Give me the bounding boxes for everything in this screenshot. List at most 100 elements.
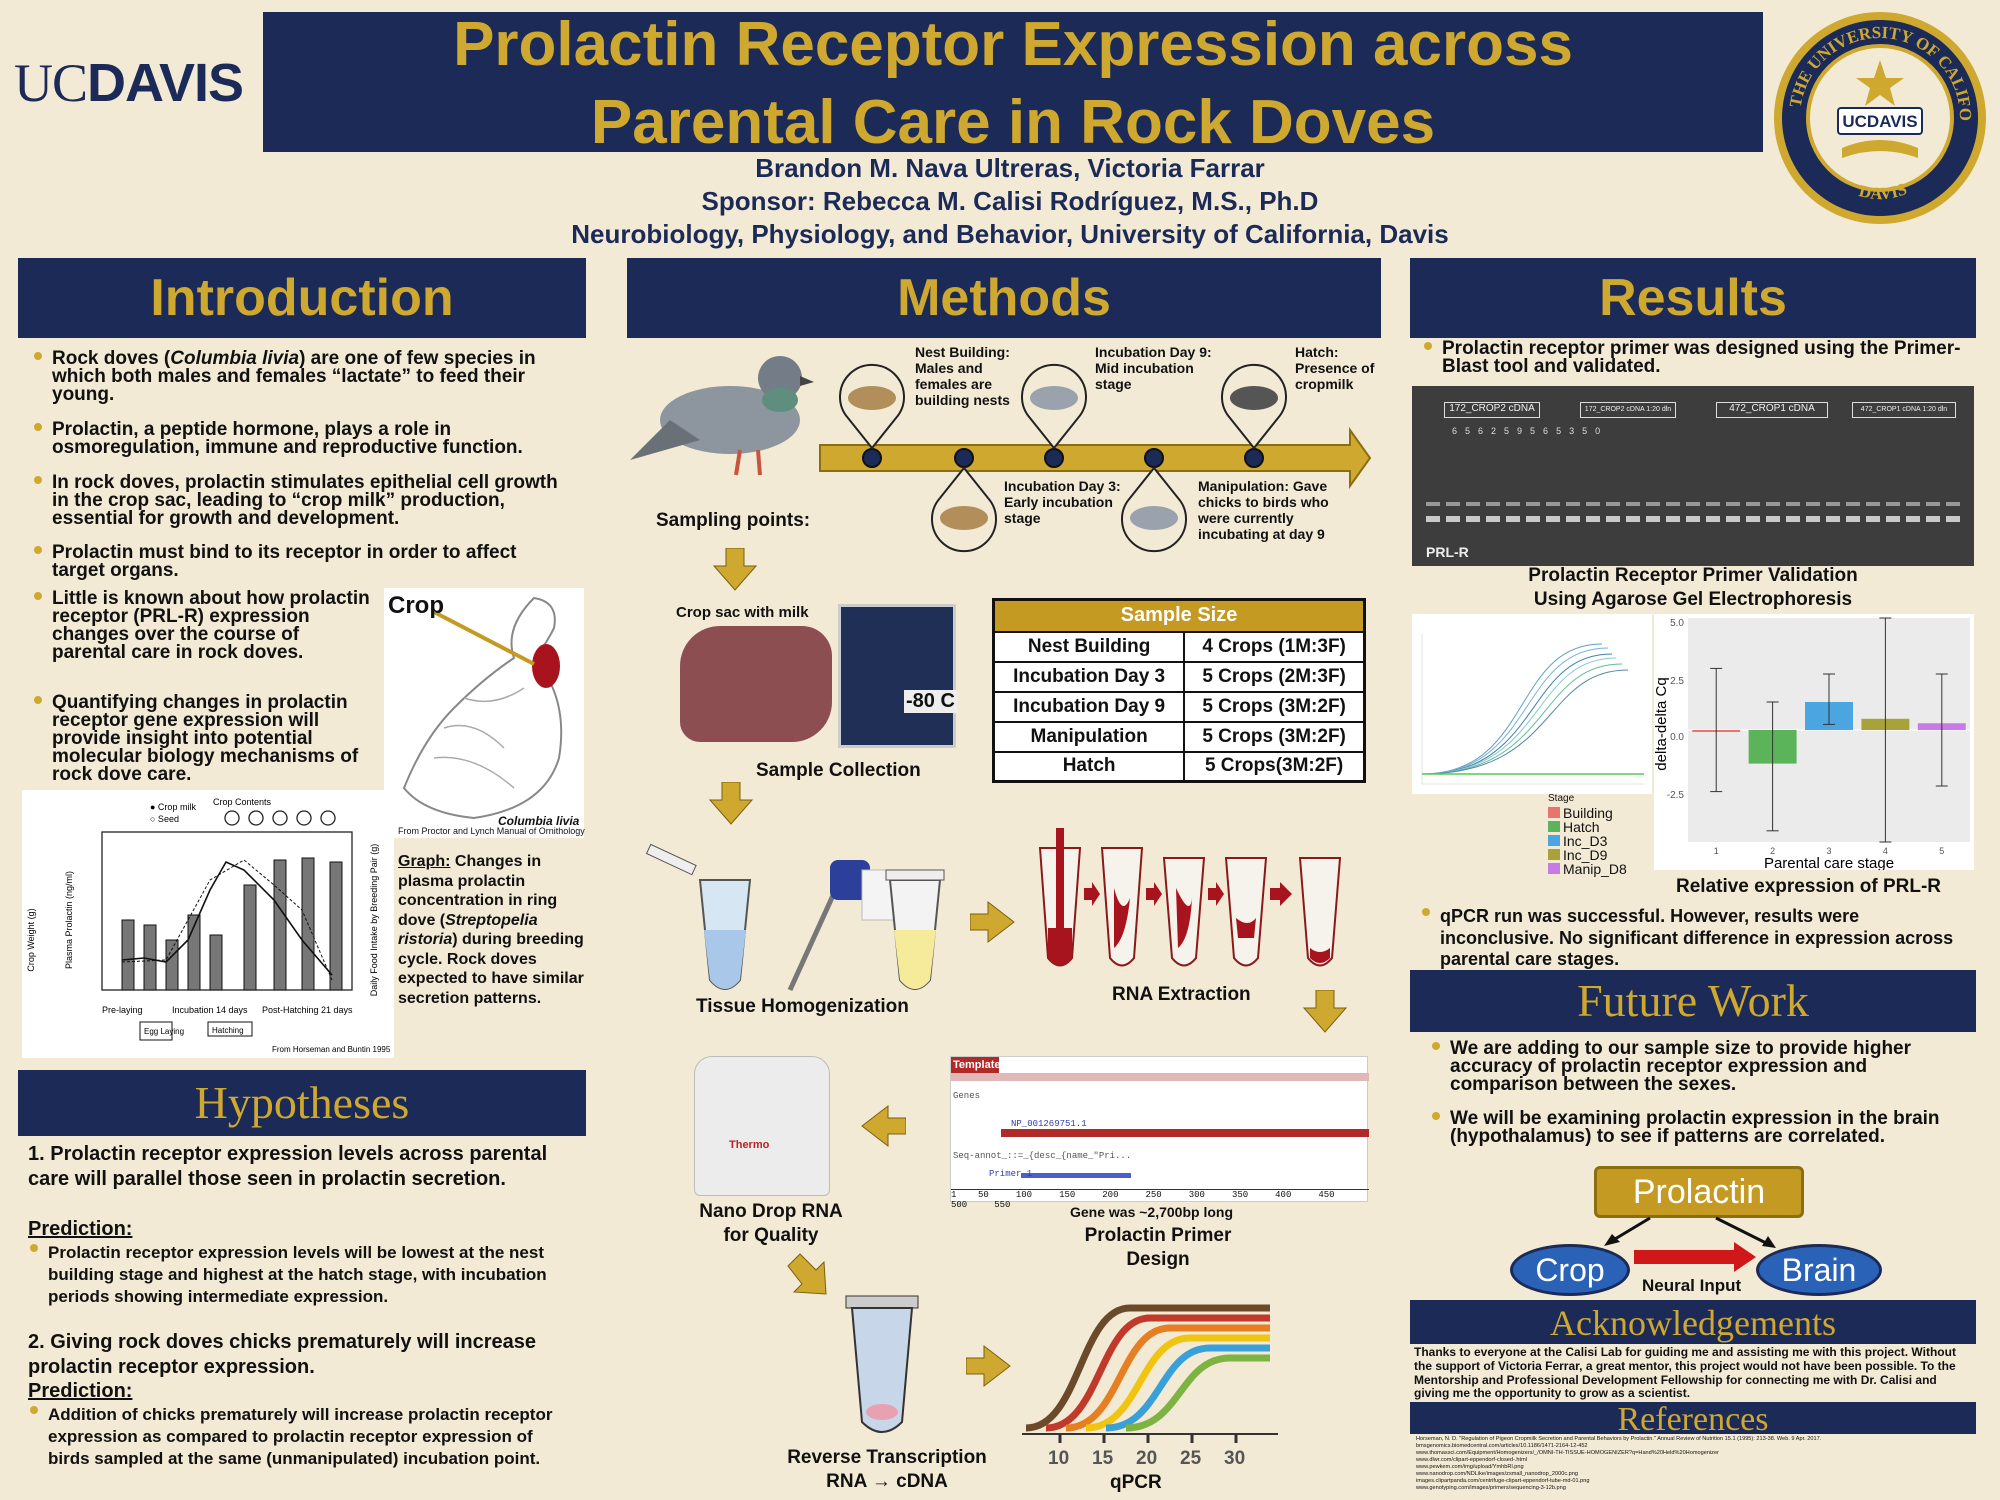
intro-b1-post: ) are one of few species in which both m… (52, 348, 536, 405)
table-cell: 5 Crops (3M:2F) (1183, 720, 1366, 753)
table-cell: Hatch (992, 750, 1186, 783)
references-heading: References (1410, 1402, 1976, 1438)
table-cell: 5 Crops (2M:3F) (1183, 660, 1366, 693)
graph-x3: Post-Hatching 21 days (262, 1005, 353, 1015)
hypothesis-2: 2. Giving rock doves chicks prematurely … (28, 1331, 537, 1378)
title-line-2: Parental Care in Rock Doves (590, 88, 1436, 157)
rt-tube-icon (845, 1295, 919, 1433)
tl-hatch: Hatch: Presence of cropmilk (1295, 344, 1375, 392)
incubating-pigeon-icon (1030, 386, 1078, 410)
tl-incubation-3: Incubation Day 3: Early incubation stage (1004, 478, 1121, 526)
table-cell: Nest Building (992, 630, 1186, 663)
graph-cap-label: Graph: (398, 853, 451, 870)
university-seal-icon: THE UNIVERSITY OF CALIFORNIA DAVIS UCDAV… (1770, 8, 1986, 224)
chart-y-tick: -2.5 (1667, 790, 1685, 801)
gel-lane: 53 (1556, 426, 1583, 436)
primer-template-tag: Template (951, 1057, 1001, 1073)
sponsor: Sponsor: Rebecca M. Calisi Rodríguez, M.… (701, 186, 1319, 216)
neural-input-label: Neural Input (1642, 1276, 1742, 1295)
crop-sac-photo (680, 626, 832, 742)
arrow-right-icon (970, 900, 1015, 944)
ruler-tick: 300 (1188, 1190, 1205, 1200)
gel-label-4: 472_CROP1 cDNA 1:20 dln (1852, 402, 1956, 418)
graph-title: Crop Contents (213, 797, 272, 807)
arrow-right-icon (966, 1344, 1011, 1388)
legend-swatch (1548, 849, 1560, 860)
graph-legend-milk: ● Crop milk (150, 802, 196, 812)
author-block: Brandon M. Nava Ultreras, Victoria Farra… (300, 152, 1720, 251)
ruler-tick: 50 (978, 1190, 989, 1200)
freezer-temp: -80 C (904, 690, 957, 713)
graph-cap-1: Changes in plasma prolactin concentratio… (398, 853, 558, 929)
arrow-down-right-icon (787, 1253, 827, 1295)
crop-sac-label: Crop sac with milk (676, 604, 809, 621)
chart-x-tick: 1 (1714, 846, 1719, 856)
gel-label-3: 472_CROP1 cDNA (1716, 402, 1828, 418)
ruler-tick: 350 (1231, 1190, 1249, 1200)
legend-label: Inc_D9 (1563, 847, 1608, 863)
chart-y-tick: 0.0 (1670, 732, 1684, 743)
chart-y-tick: 5.0 (1670, 618, 1684, 629)
reference-item: www.dlwr.com/clipart-eppendorf-closed-.h… (1416, 1457, 1527, 1463)
freezer-photo (838, 604, 956, 748)
ruler-tick: 250 (1145, 1190, 1162, 1200)
ruler-tick: 400 (1275, 1190, 1292, 1200)
gel-lane: 59 (1504, 426, 1531, 436)
chart-x-tick: 2 (1770, 846, 1775, 856)
rt-line-2: RNA → cDNA (826, 1471, 948, 1492)
ruler-tick: 200 (1102, 1190, 1119, 1200)
tube-icon (885, 869, 945, 990)
reference-item: Horseman, N. D. "Regulation of Pigeon Cr… (1416, 1436, 1822, 1442)
authors: Brandon M. Nava Ultreras, Victoria Farra… (755, 153, 1265, 183)
intro-bullet-1: Rock doves (Columbia livia) are one of f… (34, 348, 572, 405)
gene-length-note: Gene was ~2,700bp long (1070, 1204, 1234, 1220)
figure-credit: From Proctor and Lynch Manual of Ornitho… (398, 826, 585, 836)
graph-y1: Crop Weight (g) (26, 908, 36, 971)
chart-x-tick: 5 (1939, 846, 1944, 856)
crop-figure (384, 588, 584, 838)
graph-cap-species: Streptopelia ristoria (398, 911, 538, 949)
legend-item: Manip_D8 (1548, 862, 1627, 876)
ruler-tick: 550 (994, 1200, 1011, 1210)
reference-item: www.nanodrop.com/NDLike/images/zsmall_na… (1416, 1471, 1578, 1477)
graph-x2: Incubation 14 days (172, 1005, 248, 1015)
nanodrop-line-1: Nano Drop RNA (699, 1201, 843, 1222)
table-cell: 5 Crops(3M:2F) (1183, 750, 1366, 783)
legend-item: Inc_D3 (1548, 834, 1627, 848)
gel-lane-numbers: 656259565350 (1452, 426, 1608, 436)
graph-egg-laying: Egg Laying (144, 1027, 184, 1036)
title-banner (263, 12, 1763, 152)
primer-1-label: Primer 1 (989, 1169, 1033, 1179)
rt-line-1: Reverse Transcription (787, 1447, 987, 1468)
tl-incubation-9: Incubation Day 9: Mid incubation stage (1095, 344, 1212, 392)
crop-label: Crop (388, 592, 444, 619)
legend-item: Hatch (1548, 820, 1627, 834)
arrow-left-icon (861, 1104, 906, 1148)
nest-icon (848, 386, 896, 410)
table-cell: 4 Crops (1M:3F) (1183, 630, 1366, 663)
legend-label: Inc_D3 (1563, 833, 1608, 849)
legend-swatch (1548, 863, 1560, 874)
chart-y-tick: 2.5 (1670, 676, 1684, 687)
primer-design-screenshot: Template Genes NP_001269751.1 Seq-annot_… (950, 1056, 1369, 1210)
prediction-1: Prolactin receptor expression levels wil… (30, 1242, 568, 1308)
chart-x-label: Parental care stage (1764, 855, 1894, 870)
affiliation: Neurobiology, Physiology, and Behavior, … (571, 219, 1449, 249)
intro-bullet-5: Little is known about how prolactin rece… (34, 589, 372, 662)
pigeon-icon (630, 356, 814, 476)
legend-item: Inc_D9 (1548, 848, 1627, 862)
amplification-svg (1421, 634, 1644, 785)
legend-title: Stage (1548, 793, 1575, 804)
legend-label: Building (1563, 805, 1613, 821)
future-bullet-1: We are adding to our sample size to prov… (1432, 1039, 1960, 1094)
results-heading: Results (1410, 258, 1976, 338)
prolactin-box: Prolactin (1594, 1166, 1804, 1218)
